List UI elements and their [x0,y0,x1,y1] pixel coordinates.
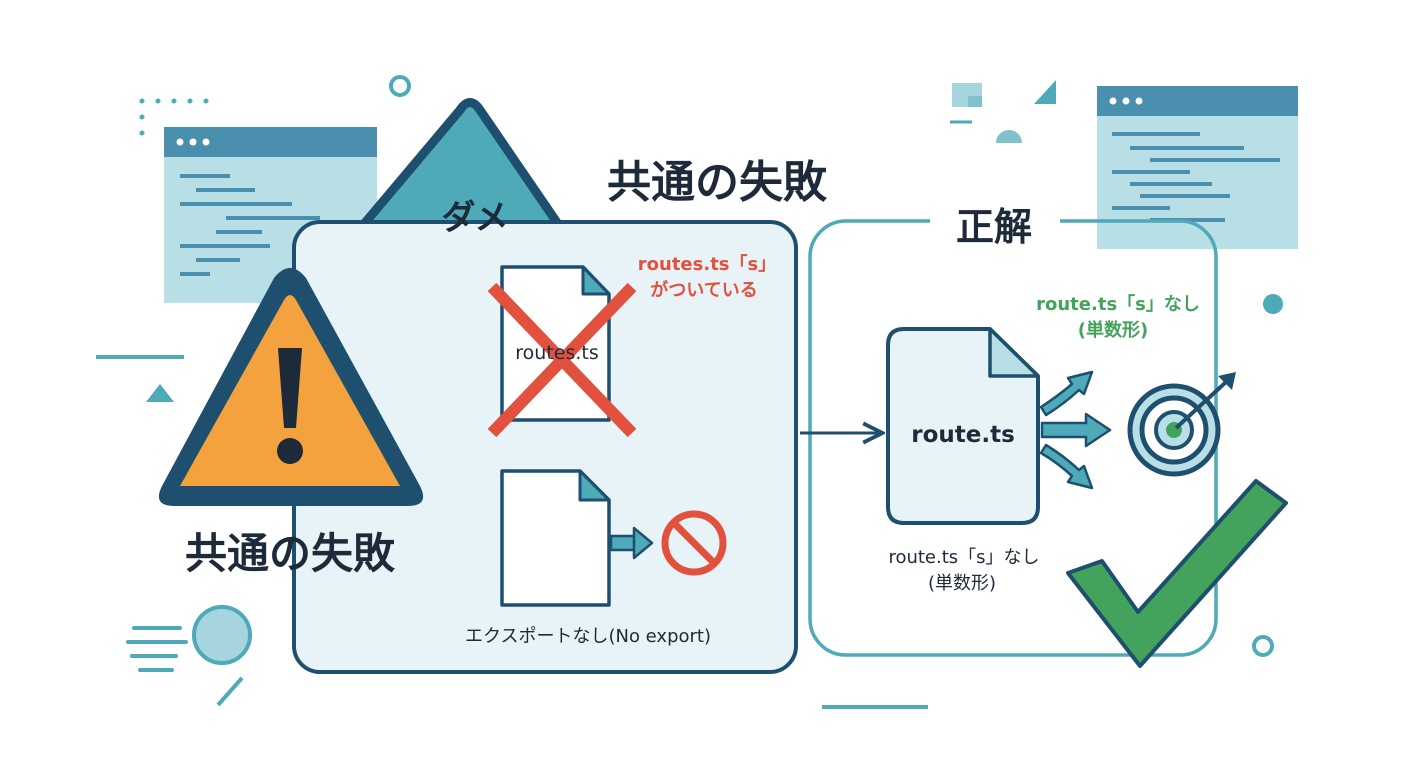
decorative-ring [1252,635,1274,657]
decorative-circle [192,605,252,665]
decorative-half-circle [996,130,1022,143]
file-icon [886,327,1040,525]
warning-caption: 共通の失敗 [184,529,396,578]
arrow-right-icon [609,526,654,560]
bad-file-name: routes.ts [515,342,599,364]
good-note-line1: route.ts「s」なし [1036,294,1200,315]
decorative-ring [389,75,411,97]
decorative-triangle [146,384,174,402]
decorative-dots [139,98,209,136]
good-panel-gap [930,205,1060,239]
bad-label: ダメ [441,198,509,238]
decorative-dot [1263,294,1283,314]
good-file-name: route.ts [911,422,1015,448]
no-export-label: エクスポートなし(No export) [464,626,712,647]
good-caption-line1: route.ts「s」なし [888,547,1040,568]
bad-note-line1: routes.ts「s」 [637,254,777,275]
cross-mark-icon [487,282,637,438]
checkmark-icon [1066,479,1288,668]
decorative-corner-shape [1034,80,1056,104]
file-icon [500,469,611,607]
diagram-title: 共通の失敗 [607,157,827,208]
arrow-right-icon [1039,370,1112,490]
no-entry-icon [661,510,727,576]
warning-icon [158,268,424,506]
good-label: 正解 [955,205,1033,249]
decorative-line [216,676,244,707]
decorative-stripes [126,626,188,672]
good-caption-line2: (単数形) [927,573,997,594]
good-note-line2: (単数形) [1077,320,1149,341]
bad-note-line2: がついている [650,280,758,301]
target-icon [1127,372,1236,477]
decorative-square [968,96,982,107]
